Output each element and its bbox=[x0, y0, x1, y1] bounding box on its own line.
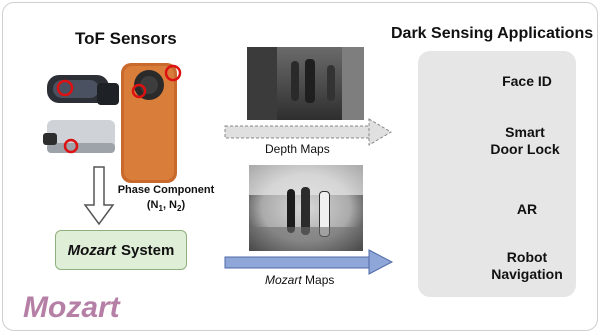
smartphone-device bbox=[121, 63, 182, 183]
mozart-maps-label-rest: Maps bbox=[305, 273, 335, 287]
phase-component-line2: (N1, N2) bbox=[146, 199, 186, 214]
mozart-map-image bbox=[249, 165, 363, 251]
mozart-brand-title: Mozart bbox=[23, 291, 120, 324]
dark-sensing-title: Dark Sensing Applications bbox=[391, 25, 594, 42]
depth-camera-device bbox=[43, 120, 115, 154]
app-label-ar: AR bbox=[516, 201, 538, 217]
tof-devices-illustration bbox=[43, 60, 481, 286]
depth-maps-label: Depth Maps bbox=[265, 142, 330, 156]
tof-sensors-title: ToF Sensors bbox=[75, 29, 177, 48]
mozart-system-name-rest: System bbox=[120, 241, 175, 259]
applications-panel bbox=[418, 51, 576, 297]
depth-maps-arrow bbox=[224, 118, 392, 146]
depth-map-image bbox=[247, 47, 364, 120]
phase-component-line1: Phase Component bbox=[117, 184, 215, 196]
app-label-smart-door-lock: Smart Door Lock bbox=[490, 124, 560, 157]
app-label-robot-navigation: Robot Navigation bbox=[491, 249, 563, 282]
mozart-maps-label: Mozart Maps bbox=[265, 273, 334, 287]
mozart-maps-arrow bbox=[224, 249, 394, 275]
headset-device bbox=[47, 75, 119, 105]
app-label-face-id: Face ID bbox=[502, 73, 552, 89]
phase-component-label: Phase Component (N1, N2) bbox=[111, 183, 221, 216]
phase-down-arrow bbox=[83, 166, 115, 226]
mozart-maps-label-italic: Mozart bbox=[265, 273, 302, 287]
mozart-system-box: Mozart System bbox=[55, 230, 187, 270]
figure-frame: ToF Sensors Dark Sensing Applications bbox=[2, 2, 598, 331]
mozart-system-name-italic: Mozart bbox=[67, 241, 116, 259]
